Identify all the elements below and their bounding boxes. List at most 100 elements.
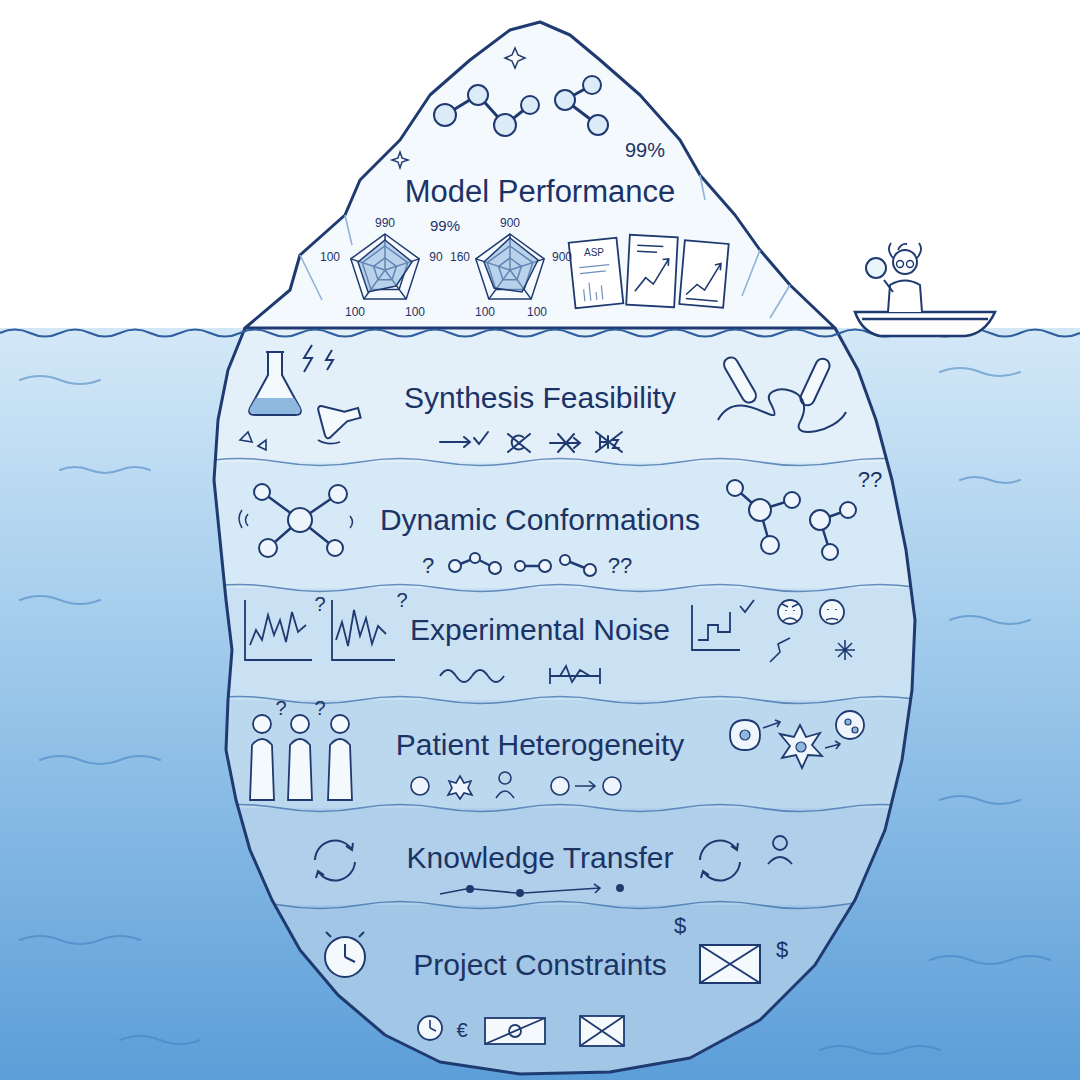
- cycle-arrows: [315, 841, 740, 881]
- axis-value: 100: [475, 306, 495, 319]
- score-label: 99%: [430, 218, 460, 235]
- axis-value: 100: [527, 306, 547, 319]
- clock: [418, 1016, 442, 1040]
- axis-value: 160: [450, 251, 470, 264]
- iceberg-body-outline: [214, 328, 915, 1074]
- layer-text: Experimental Noise: [410, 613, 670, 648]
- layer-text: Dynamic Conformations: [380, 503, 700, 538]
- scientist-hair: [889, 243, 921, 258]
- axis-value: 900: [500, 217, 520, 230]
- spill-and-shards: [240, 432, 340, 450]
- head: [331, 715, 349, 733]
- atom: [434, 104, 456, 126]
- crossed-money: [700, 945, 760, 983]
- currency-sign: €: [456, 1019, 467, 1041]
- clock-hands: [430, 1020, 436, 1031]
- radar-data: [484, 238, 538, 292]
- trend-line: [686, 261, 721, 302]
- axis-value: 100: [320, 251, 340, 264]
- atom: [327, 540, 343, 556]
- sea: [0, 328, 1080, 1080]
- page: [679, 240, 728, 308]
- atom: [521, 96, 539, 114]
- lightning: [304, 345, 333, 372]
- axis-value: 100: [405, 306, 425, 319]
- question-mark: ?: [396, 589, 407, 611]
- report-page: [569, 238, 624, 309]
- report-page: [626, 235, 678, 307]
- page: [626, 235, 678, 307]
- layer-heading: Experimental Noise: [402, 611, 678, 650]
- cell-arrows: [763, 720, 840, 749]
- layer-band: [200, 808, 930, 905]
- atom: [583, 76, 601, 94]
- axis-value: 900: [552, 251, 572, 264]
- molecule-atoms: [434, 76, 608, 136]
- radar-chart: [351, 234, 419, 299]
- atom: [761, 536, 779, 554]
- atom: [584, 564, 596, 576]
- atom: [489, 562, 501, 574]
- flask: [249, 352, 301, 415]
- atom: [259, 539, 277, 557]
- head: [291, 715, 309, 733]
- atom: [468, 85, 488, 105]
- tipped-flask: [317, 397, 363, 439]
- layer-text: Synthesis Feasibility: [404, 381, 676, 416]
- radar-outline: [351, 234, 419, 299]
- atom: [449, 560, 461, 572]
- radar-spokes: [476, 234, 544, 299]
- atom: [515, 561, 525, 571]
- magnifying-glass: [866, 258, 886, 278]
- cells: [730, 711, 864, 768]
- cell-row: [411, 776, 621, 799]
- layer-band: [200, 462, 930, 588]
- layer-heading: Knowledge Transfer: [399, 839, 682, 878]
- question-mark: ??: [608, 554, 632, 578]
- atom: [494, 114, 516, 136]
- layer-band: [200, 588, 930, 700]
- layer-text: Knowledge Transfer: [407, 841, 674, 876]
- radar-chart: [476, 234, 544, 299]
- cell-nuclei: [740, 719, 858, 752]
- layer-band: [200, 700, 930, 808]
- question-mark: ?: [314, 697, 325, 719]
- molecule-bonds: [262, 488, 848, 570]
- atom: [470, 553, 480, 563]
- motion-lines: [239, 510, 353, 528]
- iceberg-tip: [245, 22, 835, 328]
- scientist-coat: [888, 281, 922, 313]
- question-mark: ?: [275, 697, 286, 719]
- score-label: 99%: [625, 139, 665, 161]
- patient-heads: [253, 715, 349, 733]
- tip-heading: Model Performance: [397, 172, 684, 212]
- layer-band: [200, 328, 930, 462]
- patient-figures: [250, 739, 352, 800]
- atom: [588, 115, 608, 135]
- atom: [810, 510, 830, 530]
- atom: [254, 484, 270, 500]
- atom: [539, 560, 551, 572]
- iceberg-layers: [200, 328, 930, 1080]
- layer-heading: Synthesis Feasibility: [396, 379, 684, 418]
- layer-heading: Patient Heterogeneity: [388, 726, 693, 765]
- page-lines: [579, 265, 612, 302]
- atom: [555, 90, 575, 110]
- radar-outline: [476, 234, 544, 299]
- axis-value: 90: [429, 251, 442, 264]
- page-title: ASP: [584, 247, 604, 258]
- frowning-face: [778, 600, 802, 624]
- page: [569, 238, 624, 309]
- test-tube: [721, 355, 758, 405]
- atom: [329, 485, 347, 503]
- layer-band: [200, 905, 930, 1080]
- spark-and-crack: [770, 638, 855, 662]
- radar-spokes: [351, 234, 419, 299]
- question-mark: ?: [422, 554, 434, 578]
- question-mark: ??: [858, 468, 882, 492]
- atom: [784, 492, 800, 508]
- axis-value: 990: [375, 217, 395, 230]
- trend-line: [635, 245, 669, 293]
